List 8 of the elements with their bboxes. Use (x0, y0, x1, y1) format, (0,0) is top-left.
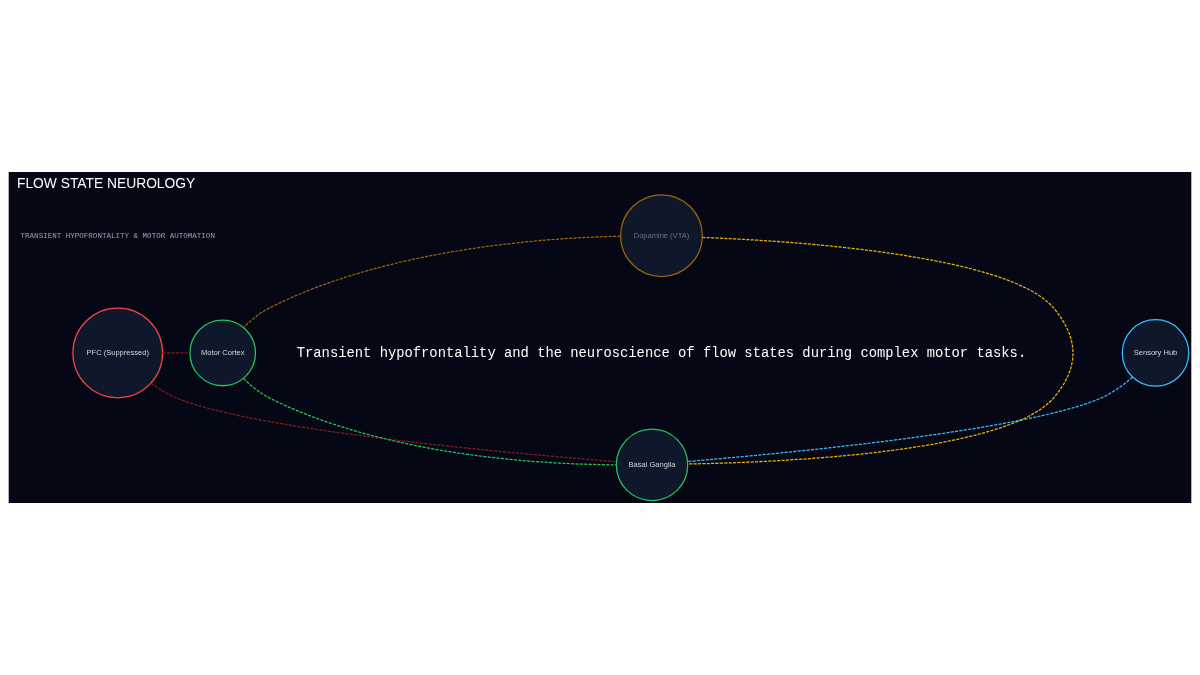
label: Transient hypofrontality and the neuroscience of flow states during complex motor tasks. (296, 344, 1027, 361)
diagram-title: FLOW STATE NEUROLOGY (16, 175, 196, 192)
connector (687, 236, 1074, 465)
connector (243, 235, 621, 328)
connector (150, 382, 618, 463)
connector (686, 376, 1134, 463)
connector (242, 377, 617, 466)
connector (162, 352, 191, 354)
